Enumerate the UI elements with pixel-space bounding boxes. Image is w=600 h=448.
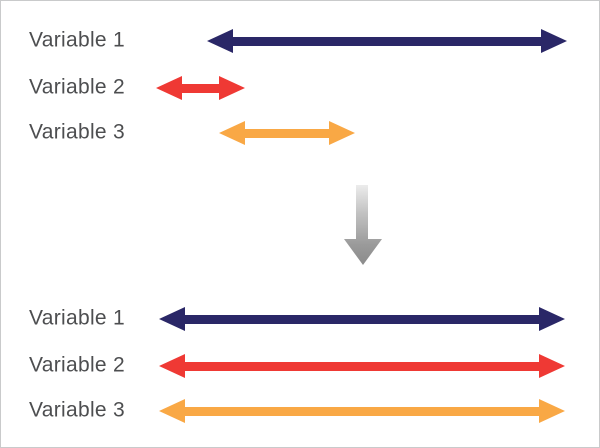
arrowhead-right-icon bbox=[539, 399, 565, 423]
arrowhead-right-icon bbox=[219, 76, 245, 100]
range-arrow bbox=[159, 307, 565, 331]
variable-label: Variable 1 bbox=[29, 28, 126, 52]
range-arrow bbox=[156, 76, 245, 100]
variable-label: Variable 2 bbox=[29, 75, 126, 99]
variable-label: Variable 3 bbox=[29, 398, 126, 422]
arrow-shaft bbox=[184, 314, 540, 324]
arrowhead-left-icon bbox=[207, 29, 233, 53]
arrowhead-left-icon bbox=[156, 76, 182, 100]
variable-label: Variable 1 bbox=[29, 306, 126, 330]
arrow-shaft bbox=[181, 83, 220, 93]
variable-label: Variable 3 bbox=[29, 120, 126, 144]
range-arrow bbox=[159, 354, 565, 378]
arrow-shaft bbox=[232, 36, 542, 46]
arrowhead-left-icon bbox=[219, 121, 245, 145]
range-arrow bbox=[207, 29, 567, 53]
arrow-shaft bbox=[184, 406, 540, 416]
arrowhead-right-icon bbox=[541, 29, 567, 53]
down-arrow-icon bbox=[344, 185, 382, 265]
arrowhead-left-icon bbox=[159, 354, 185, 378]
arrowhead-right-icon bbox=[539, 354, 565, 378]
range-arrow bbox=[159, 399, 565, 423]
arrowhead-left-icon bbox=[159, 307, 185, 331]
variable-label: Variable 2 bbox=[29, 353, 126, 377]
arrowhead-left-icon bbox=[159, 399, 185, 423]
arrow-shaft bbox=[184, 361, 540, 371]
arrowhead-right-icon bbox=[329, 121, 355, 145]
arrowhead-right-icon bbox=[539, 307, 565, 331]
range-arrow bbox=[219, 121, 355, 145]
arrow-shaft bbox=[244, 128, 330, 138]
